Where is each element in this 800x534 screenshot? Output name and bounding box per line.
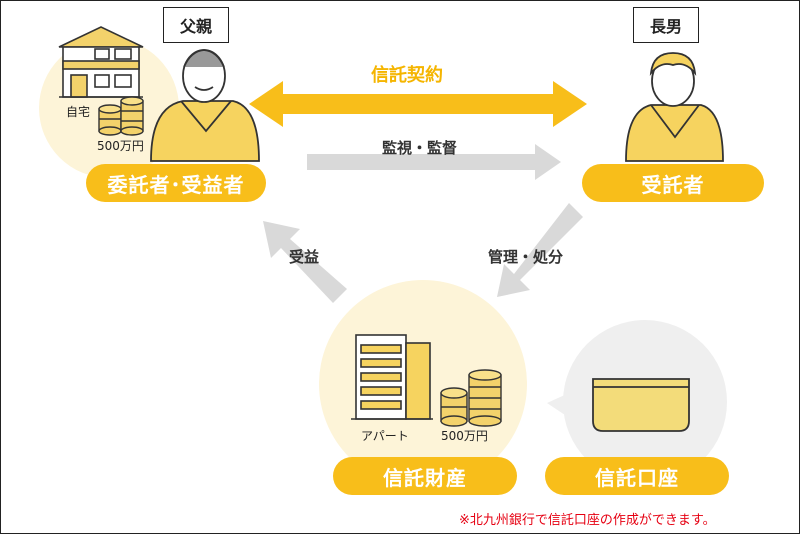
benefit-arrow <box>263 221 347 303</box>
account-bubble-tail <box>547 393 571 419</box>
trust-property-pill: 信託財産 <box>333 457 517 495</box>
apartment-building-icon <box>351 334 433 420</box>
coins-icon-father <box>98 96 144 136</box>
trust-contract-arrow <box>249 81 587 127</box>
house-icon <box>58 26 144 98</box>
passbook-icon <box>592 378 690 432</box>
trust-contract-label: 信託契約 <box>371 65 443 86</box>
benefit-label: 受益 <box>289 248 320 266</box>
monitoring-label: 監視・監督 <box>382 139 458 157</box>
home-label: 自宅 <box>66 105 91 119</box>
management-label: 管理・処分 <box>488 248 564 266</box>
property-cash-label: 500万円 <box>441 429 488 443</box>
settlor-beneficiary-pill: 委託者･受益者 <box>86 164 266 202</box>
trust-account-pill: 信託口座 <box>545 457 729 495</box>
monitoring-arrow <box>307 144 561 180</box>
footnote: ※北九州銀行で信託口座の作成ができます。 <box>459 513 716 528</box>
son-name-box: 長男 <box>633 7 699 43</box>
coins-icon-property <box>440 369 502 427</box>
management-arrow <box>497 203 583 297</box>
father-figure <box>150 49 260 162</box>
father-cash-label: 500万円 <box>97 139 144 153</box>
father-name-box: 父親 <box>163 7 229 43</box>
apartment-label: アパート <box>361 429 409 443</box>
trustee-pill: 受託者 <box>582 164 764 202</box>
son-figure <box>625 52 724 162</box>
